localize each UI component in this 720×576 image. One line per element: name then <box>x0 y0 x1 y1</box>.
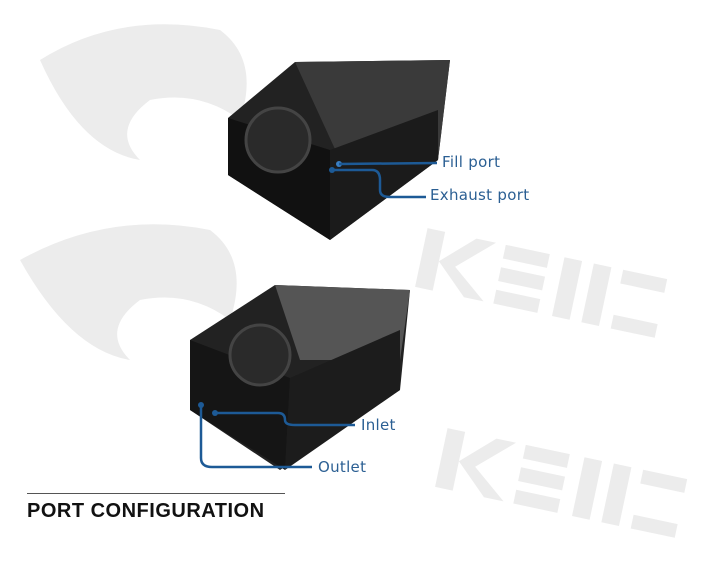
fill-port-leader <box>338 161 438 166</box>
outlet-leader <box>199 405 312 469</box>
exhaust-port-leader <box>332 168 426 199</box>
inlet-label: Inlet <box>361 416 396 434</box>
callout-dots <box>198 167 335 416</box>
chassis-top <box>228 60 450 240</box>
watermark-logo <box>20 24 688 538</box>
fill-port-label: Fill port <box>442 153 501 171</box>
outlet-label: Outlet <box>318 458 367 476</box>
chassis-bottom <box>190 285 410 470</box>
callout-lines <box>199 161 438 469</box>
exhaust-port-label: Exhaust port <box>430 186 530 204</box>
inlet-leader <box>215 411 355 427</box>
section-title: PORT CONFIGURATION <box>27 500 265 522</box>
section-divider <box>27 493 285 494</box>
